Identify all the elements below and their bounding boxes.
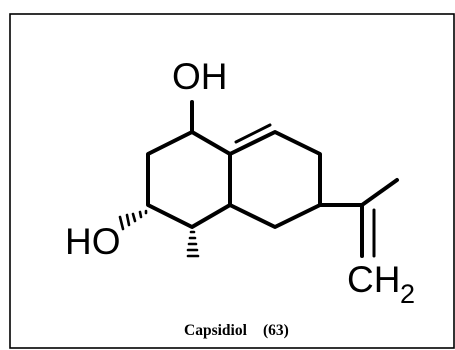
compound-name-caption: Capsidiol: [184, 322, 248, 339]
isopropenyl-methyl-bond: [360, 178, 399, 207]
ring-double-bond-inner: [234, 123, 272, 144]
hydroxyl-hashed-wedge: [118, 209, 148, 231]
ring-a-bonds: [146, 130, 232, 229]
carbon-skeleton: [146, 100, 399, 258]
top-hydroxyl-label: OH: [172, 56, 228, 97]
ring-b-bonds: [228, 130, 322, 229]
figure-frame: [9, 13, 455, 349]
methyl-hashed-wedge: [186, 230, 200, 258]
methylene-label: CH: [347, 259, 400, 300]
compound-number-caption: (63): [263, 322, 289, 339]
methylene-subscript: 2: [400, 279, 415, 309]
left-hydroxyl-label: HO: [65, 221, 121, 262]
